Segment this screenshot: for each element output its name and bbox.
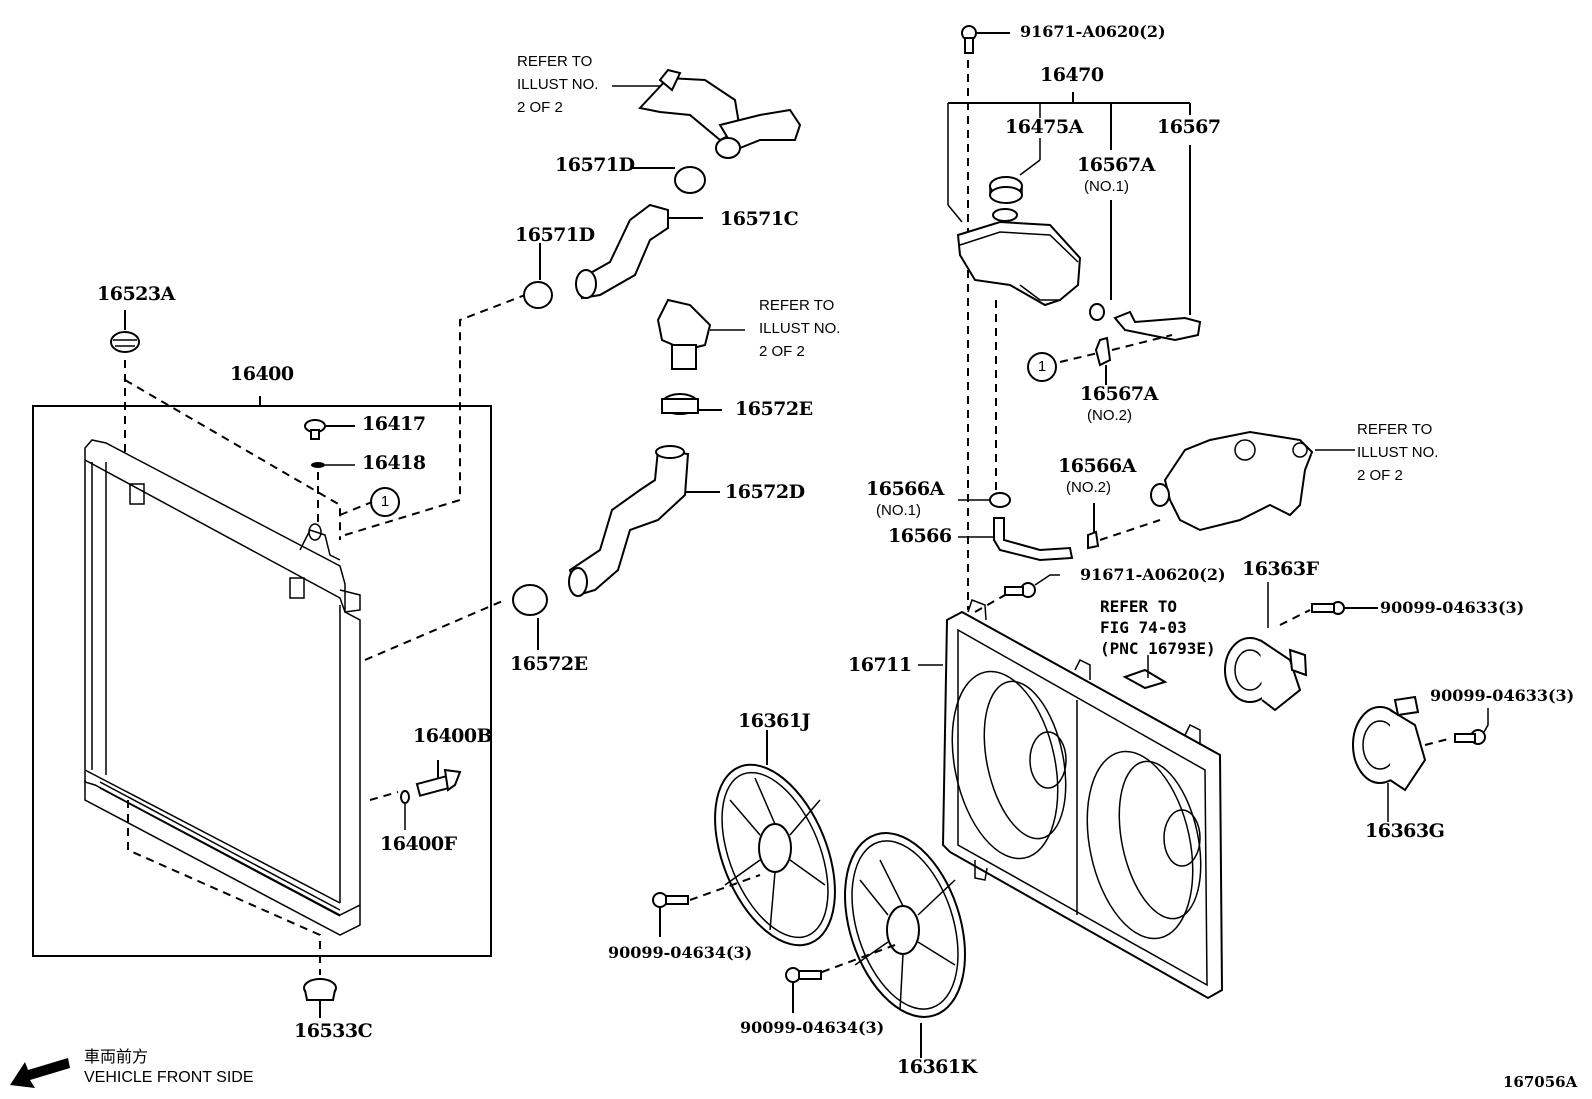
callout-1-left: 1 (370, 487, 400, 517)
hose-clamp-16566A-no2 (1087, 503, 1100, 550)
refer-illust-note-mid: REFER TO ILLUST NO. 2 OF 2 (759, 297, 841, 360)
part-number-91671-A0620-top[interactable]: 91671-A0620(2) (1020, 22, 1166, 41)
cooling-fan-16361K (844, 832, 966, 1058)
upper-radiator-hose (575, 203, 703, 300)
drain-cock (400, 760, 462, 830)
reservoir-hose-16566 (958, 517, 1074, 562)
part-number-16361J[interactable]: 16361J (738, 710, 811, 732)
reservoir-bracket-lines (947, 92, 1191, 315)
reservoir-hose (1113, 310, 1202, 342)
part-number-16363G[interactable]: 16363G (1365, 820, 1445, 842)
drain-plug (304, 419, 355, 440)
front-label-jp: 車両前方 (84, 1049, 149, 1066)
part-sub-16567A-no2: (NO.2) (1087, 407, 1132, 424)
part-number-16572E-top[interactable]: 16572E (735, 398, 813, 420)
refer-illust-note-top: REFER TO ILLUST NO. 2 OF 2 (517, 53, 599, 116)
part-number-90099-04634-b[interactable]: 90099-04634(3) (740, 1018, 885, 1037)
part-sub-16566A-no2: (NO.2) (1066, 479, 1111, 496)
radiator-assembly-box (32, 405, 492, 957)
part-number-16400F[interactable]: 16400F (380, 833, 457, 855)
pnc-reference-plate (1122, 655, 1168, 690)
cooling-fan-16361J (714, 730, 836, 947)
front-arrow-icon (10, 1058, 70, 1088)
part-number-90099-04633-b[interactable]: 90099-04633(3) (1430, 686, 1575, 705)
part-number-16566A-no2[interactable]: 16566A (1058, 455, 1136, 477)
part-number-16572D[interactable]: 16572D (725, 481, 805, 503)
bolt-91671-top (961, 25, 1010, 54)
fan-motor-16363G (1352, 695, 1427, 822)
fan-motor-16363F (1224, 582, 1308, 712)
part-number-16711[interactable]: 16711 (848, 654, 912, 676)
hose-clamp-16572E-bottom (512, 584, 548, 650)
bolt-91671-mid (1004, 574, 1060, 598)
refer-fig-note: REFER TO FIG 74-03 (PNC 16793E) (1100, 597, 1216, 658)
part-number-16567A-no2[interactable]: 16567A (1080, 383, 1158, 405)
thermostat-refer (656, 298, 745, 370)
hose-clamp-16566A-no1 (958, 492, 1011, 508)
figure-id: 167056A (1503, 1073, 1578, 1091)
refer-illust-note-right: REFER TO ILLUST NO. 2 OF 2 (1357, 421, 1439, 484)
bolt-90099-04634-a (652, 892, 689, 937)
part-number-16566[interactable]: 16566 (888, 525, 952, 547)
part-number-16470[interactable]: 16470 (1040, 64, 1104, 86)
mount-cushion-lower (303, 978, 337, 1018)
part-number-91671-A0620-mid[interactable]: 91671-A0620(2) (1080, 565, 1226, 584)
part-sub-16566A-no1: (NO.1) (876, 502, 921, 519)
part-number-16567[interactable]: 16567 (1157, 116, 1221, 138)
part-number-16361K[interactable]: 16361K (897, 1056, 977, 1078)
part-number-16566A-no1[interactable]: 16566A (866, 478, 944, 500)
part-number-16567A-no1[interactable]: 16567A (1077, 154, 1155, 176)
part-number-16400B[interactable]: 16400B (413, 725, 493, 747)
reservoir-cap (989, 176, 1023, 204)
part-number-16363F[interactable]: 16363F (1242, 558, 1319, 580)
part-number-16572E-bottom[interactable]: 16572E (510, 653, 588, 675)
part-number-16571C[interactable]: 16571C (720, 208, 799, 230)
hose-clamp-16571D-left (523, 243, 553, 309)
bolt-90099-04634-b (785, 967, 822, 1013)
part-number-16400[interactable]: 16400 (230, 363, 294, 385)
part-number-16523A[interactable]: 16523A (97, 283, 175, 305)
front-label-en: VEHICLE FRONT SIDE (84, 1069, 254, 1086)
part-number-16571D-left[interactable]: 16571D (515, 224, 595, 246)
part-sub-16567A-no1: (NO.1) (1084, 178, 1129, 195)
part-number-16533C[interactable]: 16533C (294, 1020, 373, 1042)
bolt-90099-04633-b (1454, 708, 1489, 745)
hose-clamp-16572E-top (661, 393, 722, 415)
part-number-90099-04633-a[interactable]: 90099-04633(3) (1380, 598, 1525, 617)
part-number-16475A[interactable]: 16475A (1005, 116, 1083, 138)
hose-clamp-16571D-top (630, 166, 706, 194)
lower-radiator-hose (568, 445, 720, 597)
reservoir-tank (956, 208, 1082, 307)
part-number-16571D-top[interactable]: 16571D (555, 154, 635, 176)
fan-shroud (918, 599, 1224, 1000)
part-number-16417[interactable]: 16417 (362, 413, 426, 435)
thermostat-housing-refer (612, 68, 802, 159)
radiator-core (84, 439, 361, 936)
mount-cushion-upper (110, 310, 140, 353)
callout-1-right: 1 (1027, 352, 1057, 382)
o-ring (311, 462, 355, 468)
part-number-90099-04634-a[interactable]: 90099-04634(3) (608, 943, 753, 962)
hose-clamp-16567A-no2 (1094, 336, 1112, 385)
water-outlet-refer (1150, 430, 1355, 532)
hose-clamp-16567A-no1 (1089, 303, 1105, 321)
part-number-16418[interactable]: 16418 (362, 452, 426, 474)
bolt-90099-04633-a (1311, 601, 1378, 615)
